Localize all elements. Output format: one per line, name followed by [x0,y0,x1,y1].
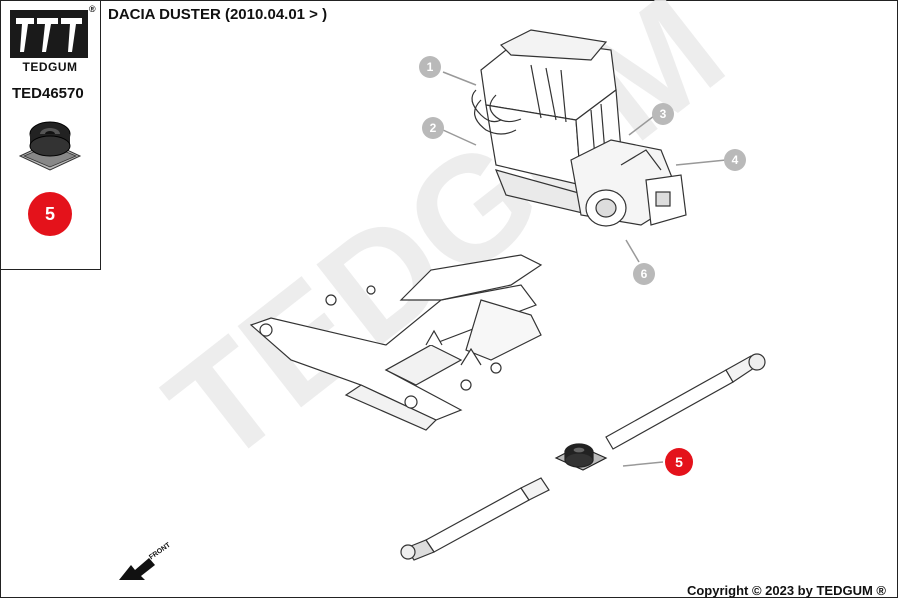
leader-lines [442,71,727,467]
brand-name: TEDGUM [22,60,78,74]
driveshaft-front-drawing [400,477,550,561]
sidebar: ® TEDGUM TED46570 5 [0,0,101,270]
callout-4[interactable]: 4 [724,149,746,171]
engine-drawing [471,29,687,227]
part-code: TED46570 [12,85,84,102]
vehicle-title: DACIA DUSTER (2010.04.01 > ) [108,6,328,23]
center-bearing-drawing [554,443,608,471]
callout-6[interactable]: 6 [633,263,655,285]
subframe-drawing [249,254,543,431]
exploded-view-diagram: TEDGUM [119,0,766,580]
driveshaft-rear-drawing [605,353,766,450]
callout-5[interactable]: 5 [665,448,693,476]
registered-mark: ® [89,4,96,14]
callout-3[interactable]: 3 [652,103,674,125]
selected-part-badge[interactable]: 5 [28,192,72,236]
callout-2[interactable]: 2 [422,117,444,139]
front-arrow-icon [119,558,155,580]
callout-1[interactable]: 1 [419,56,441,78]
copyright-text: Copyright © 2023 by TEDGUM ® [686,583,886,598]
tedgum-logo [10,10,88,58]
part-thumbnail [14,112,86,172]
